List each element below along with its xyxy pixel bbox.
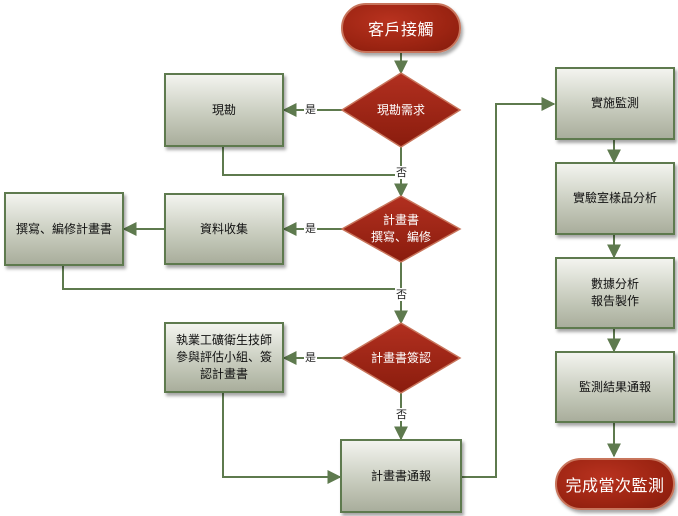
edge-label-yes-survey: 是 (304, 103, 317, 116)
decision-plan-label: 計畫書 撰寫、編修 (370, 213, 431, 244)
decision-diamond-plan (340, 195, 462, 263)
data-report-box: 數據分析 報告製作 (555, 257, 675, 329)
data-collect-box: 資料收集 (164, 193, 284, 265)
edge-label-yes-plan: 是 (304, 222, 317, 235)
lab-analysis-box: 實驗室樣品分析 (555, 162, 675, 235)
edge-hygienist-to-notify (222, 393, 342, 484)
site-survey-box: 現勘 (164, 73, 284, 147)
write-plan-box: 撰寫、編修計畫書 (4, 192, 124, 266)
hygienist-box: 執業工礦衛生技師 參與評估小組、簽 認計畫書 (164, 322, 284, 393)
start-node: 客戶接觸 (341, 3, 461, 53)
decision-diamond-sign (340, 322, 462, 394)
decision-sign-label: 計畫書簽認 (370, 350, 431, 365)
do-monitor-box: 實施監測 (555, 67, 675, 140)
decision-survey-label: 現勘需求 (376, 102, 425, 117)
edge-survey-return (222, 147, 401, 176)
edge-notify-to-monitor (462, 97, 556, 478)
edge-label-no-survey: 否 (395, 166, 408, 179)
edge-label-no-sign: 否 (395, 408, 408, 421)
edge-write-return (62, 266, 401, 290)
edge-label-yes-sign: 是 (304, 351, 317, 364)
edge-label-no-plan: 否 (395, 288, 408, 301)
plan-notify-box: 計畫書通報 (340, 439, 462, 513)
end-node: 完成當次監測 (555, 458, 675, 510)
result-notify-box: 監測結果通報 (555, 351, 675, 423)
decision-diamond-survey (340, 72, 462, 148)
